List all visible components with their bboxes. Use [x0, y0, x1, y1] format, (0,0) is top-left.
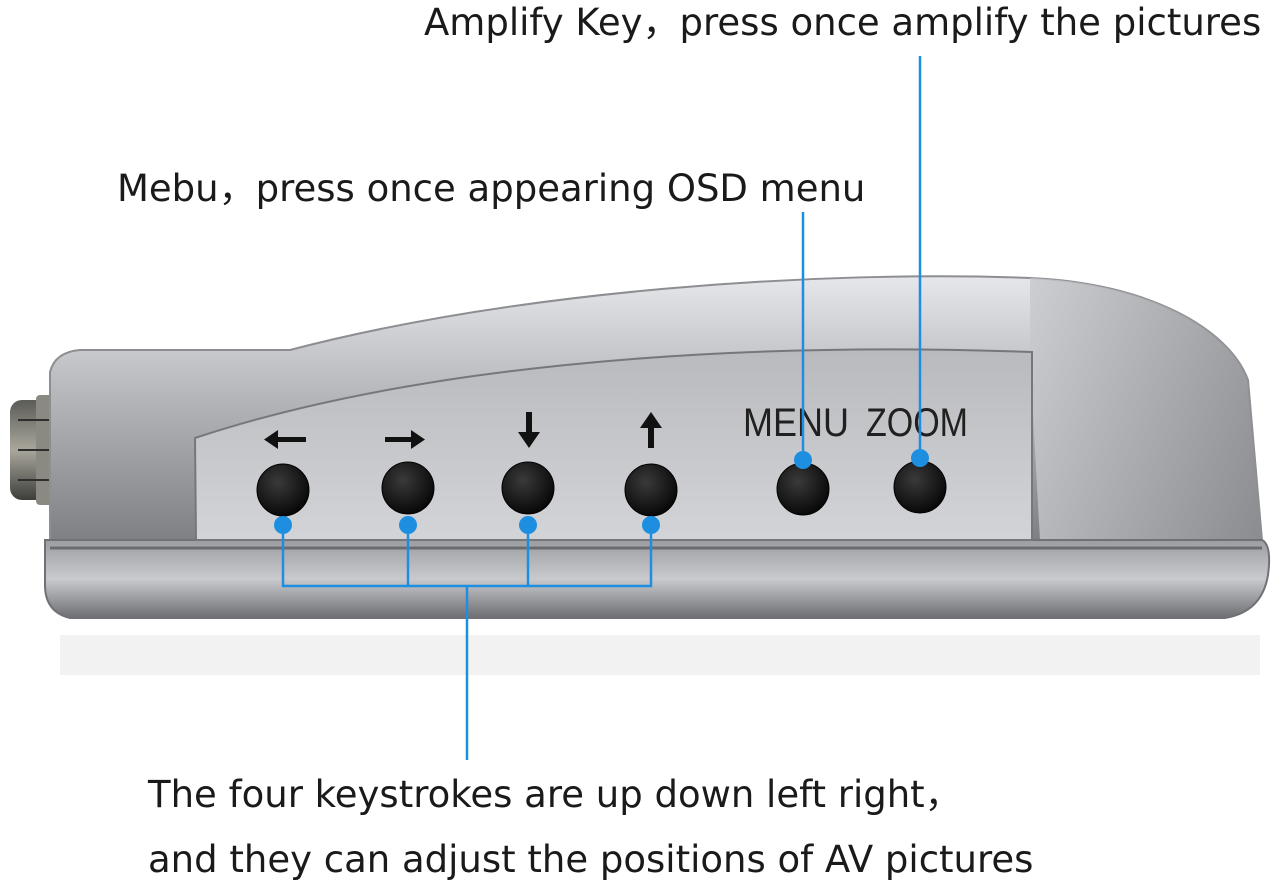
zoom-button[interactable]: [893, 460, 947, 514]
right-button[interactable]: [381, 461, 435, 515]
zoom-label: ZOOM: [866, 401, 968, 445]
arrow-up-icon: [640, 412, 662, 448]
buttons: [256, 460, 947, 517]
arrow-right-icon: [385, 430, 425, 449]
arrow-down-icon: [518, 412, 540, 448]
callout-dots: [274, 449, 929, 534]
caption-menu-key: Mebu，press once appearing OSD menu: [117, 167, 866, 210]
left-button[interactable]: [256, 463, 310, 517]
menu-label: MENU: [743, 401, 849, 445]
down-button[interactable]: [501, 461, 555, 515]
arrow-left-icon: [264, 430, 306, 449]
caption-arrow-keys-line-2: and they can adjust the positions of AV …: [148, 838, 1034, 881]
caption-amplify-key: Amplify Key，press once amplify the pictu…: [424, 1, 1262, 44]
menu-button[interactable]: [776, 462, 830, 516]
callout-lines: [281, 56, 922, 760]
callout-dot-up: [642, 516, 660, 534]
callout-dot-left: [274, 516, 292, 534]
floor-shadow: [60, 635, 1260, 675]
callout-dot-right: [399, 516, 417, 534]
callout-dot-menu: [794, 451, 812, 469]
callout-dot-zoom: [911, 449, 929, 467]
caption-arrow-keys-line-1: The four keystrokes are up down left rig…: [148, 773, 962, 816]
callout-dot-down: [519, 516, 537, 534]
up-button[interactable]: [624, 463, 678, 517]
